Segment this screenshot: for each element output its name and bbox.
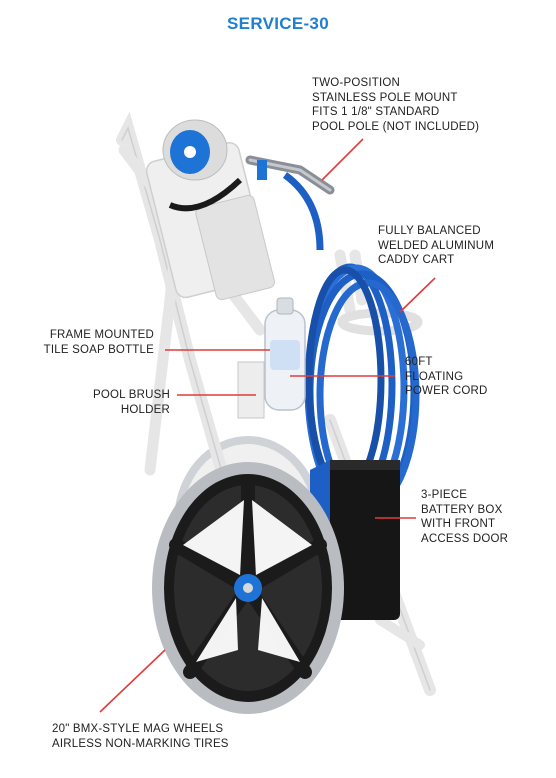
front-wheel xyxy=(152,462,344,714)
callout-pole-mount: TWO-POSITION STAINLESS POLE MOUNT FITS 1… xyxy=(312,77,480,133)
callout-lines xyxy=(99,138,436,713)
callout-power-cord: 60FT FLOATING POWER CORD xyxy=(405,356,488,397)
soap-bottle xyxy=(237,297,306,419)
callout-brush-holder: POOL BRUSH HOLDER xyxy=(93,389,170,416)
callout-wheels: 20" BMX-STYLE MAG WHEELS AIRLESS NON-MAR… xyxy=(52,723,229,750)
callout-caddy-cart: FULLY BALANCED WELDED ALUMINUM CADDY CAR… xyxy=(378,225,495,266)
control-box xyxy=(145,119,275,301)
pole-mount xyxy=(245,155,335,195)
page-title: SERVICE-30 xyxy=(227,14,329,33)
callout-battery-box: 3-PIECE BATTERY BOX WITH FRONT ACCESS DO… xyxy=(421,489,509,545)
callout-soap-bottle: FRAME MOUNTED TILE SOAP BOTTLE xyxy=(43,329,154,356)
